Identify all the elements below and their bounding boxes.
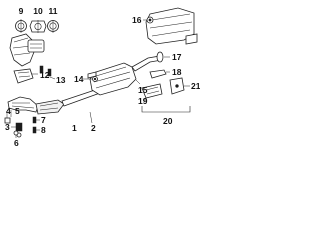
- part-rear-muffler: [145, 7, 198, 45]
- callout-1: 1: [72, 123, 77, 133]
- callout-6: 6: [14, 138, 19, 147]
- leader-2: [89, 111, 93, 124]
- callout-20: 20: [163, 116, 173, 126]
- callout-8: 8: [41, 125, 46, 135]
- callout-18: 18: [172, 67, 182, 77]
- callout-7: 7: [41, 115, 46, 125]
- part-15-center-muffler: [87, 62, 137, 96]
- callout-13: 13: [56, 75, 66, 85]
- callout-3: 3: [5, 122, 10, 132]
- callout-5: 5: [15, 106, 20, 116]
- part-18-hanger-bracket: [149, 69, 167, 79]
- part-7-hanger: [32, 116, 37, 124]
- part-8-bolt: [32, 126, 37, 134]
- leader-15: [135, 79, 141, 85]
- callout-21: 21: [191, 81, 200, 91]
- callout-14: 14: [74, 74, 84, 84]
- part-front-pipe: [7, 88, 101, 115]
- exhaust-parts-diagram: 9 10 11 12 13 14 15 16 17 18 19 20 21 4 …: [4, 6, 200, 147]
- part-catalytic-converter: [9, 33, 45, 67]
- part-21-hanger: [169, 77, 185, 95]
- callout-2: 2: [91, 123, 96, 133]
- leader-13: [49, 76, 56, 80]
- callout-10: 10: [33, 6, 43, 16]
- callout-11: 11: [49, 6, 58, 16]
- part-6-nut: [13, 130, 19, 136]
- part-4-clamp: [4, 117, 11, 124]
- part-12-heat-shield: [13, 68, 34, 84]
- callout-9: 9: [19, 6, 24, 16]
- leader-20: [141, 106, 191, 113]
- callout-19: 19: [138, 96, 148, 106]
- callout-16: 16: [132, 15, 142, 25]
- callout-17: 17: [172, 52, 182, 62]
- part-13-bolt: [39, 65, 52, 77]
- part-17-clamp: [156, 51, 164, 63]
- part-14-hanger: [92, 76, 98, 82]
- callout-15: 15: [138, 85, 148, 95]
- part-19-bracket: [141, 83, 163, 99]
- callout-4: 4: [6, 106, 11, 116]
- callout-12: 12: [40, 70, 50, 80]
- part-16-hanger-rubber: [146, 16, 154, 24]
